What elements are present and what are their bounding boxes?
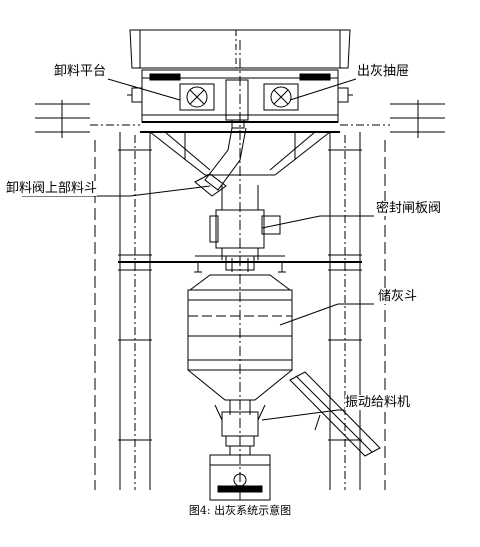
label-vibrating-feeder: 振动给料机 xyxy=(345,395,411,410)
label-sealed-gate-valve: 密封闸板阀 xyxy=(376,201,442,216)
transport-vehicle xyxy=(209,454,271,501)
ash-storage-hopper xyxy=(187,274,293,415)
label-ash-storage-hopper: 储灰斗 xyxy=(378,289,418,304)
vibrating-feeder xyxy=(214,371,381,457)
figure-caption: 图4: 出灰系统示意图 xyxy=(188,504,292,517)
ash-drawer-right xyxy=(263,83,299,111)
side-beams xyxy=(35,100,445,138)
sealed-gate-valve xyxy=(209,185,281,260)
silo-bottom xyxy=(129,29,351,69)
leader-lines xyxy=(22,78,374,421)
middle-crossbeam xyxy=(118,255,362,273)
label-unloading-valve-upper-hopper: 卸料阀上部料斗 xyxy=(6,181,98,196)
label-ash-drawer: 出灰抽屉 xyxy=(357,64,410,79)
support-columns xyxy=(94,132,386,490)
ash-drawer-left xyxy=(179,83,215,111)
label-unloading-platform: 卸料平台 xyxy=(54,64,107,79)
